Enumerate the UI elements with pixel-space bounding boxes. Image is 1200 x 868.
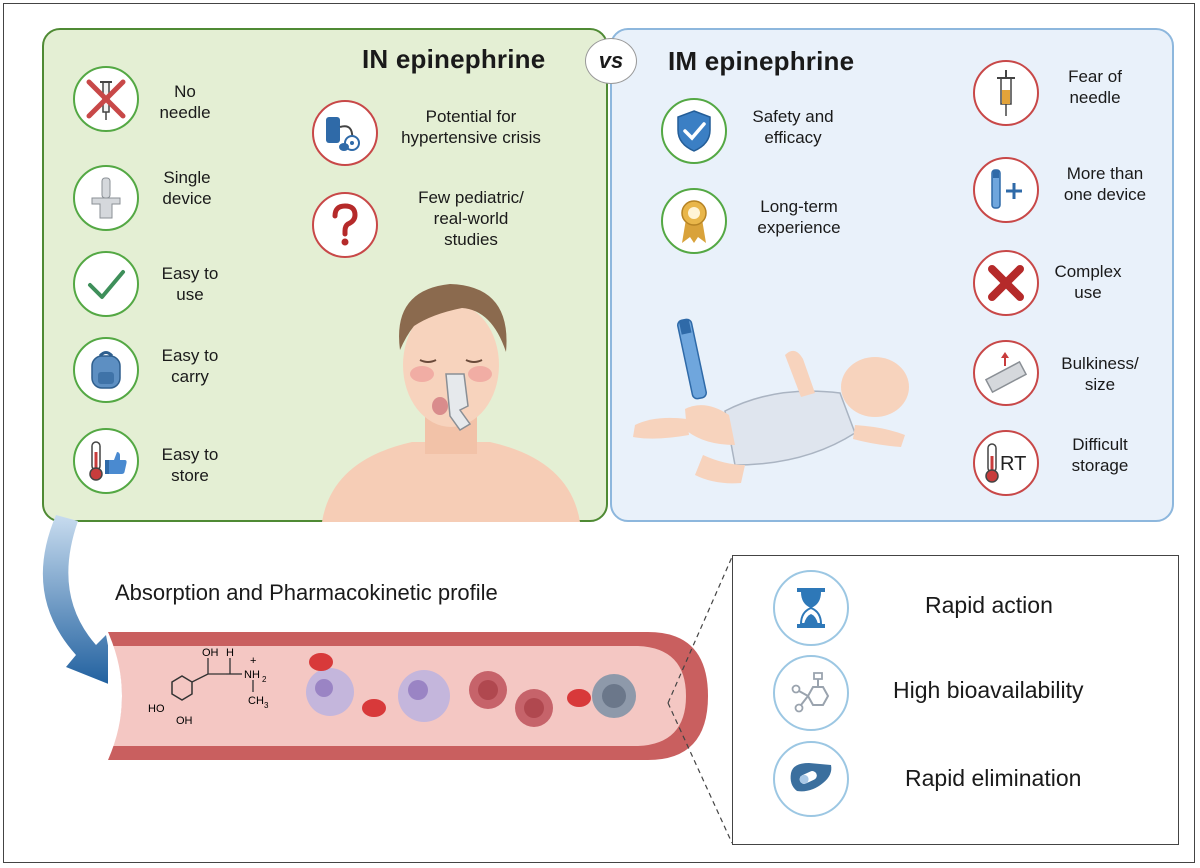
rapid-action-label: Rapid action — [925, 592, 1053, 618]
award-ribbon-icon — [661, 188, 727, 254]
im-panel-title: IM epinephrine — [668, 46, 855, 76]
question-mark-icon — [312, 192, 378, 258]
molecule-h-top: H — [226, 647, 234, 659]
hourglass-icon — [773, 570, 849, 646]
molecule-oh-top: OH — [202, 647, 219, 659]
liver-pill-icon — [773, 741, 849, 817]
crossed-needle-icon — [73, 66, 139, 132]
syringe-icon — [973, 60, 1039, 126]
molecule-oh-bottom: OH — [176, 715, 193, 727]
backpack-icon — [73, 337, 139, 403]
thermometer-rt-icon: RT — [973, 430, 1039, 496]
molecule-plus: + — [250, 655, 256, 667]
in-panel-title: IN epinephrine — [362, 44, 546, 74]
infant-with-auto-injector-illustration — [633, 318, 909, 484]
rt-text: RT — [1000, 453, 1026, 475]
high-bioavailability-label: High bioavailability — [893, 677, 1084, 703]
auto-injector-plus-icon — [973, 157, 1039, 223]
vs-badge: vs — [585, 38, 637, 84]
molecule-ch: CH — [248, 695, 264, 707]
blood-vessel-illustration: OH H + NH 2 CH 3 HO OH — [108, 632, 708, 760]
bulkiness-size-label: Bulkiness/size — [1061, 354, 1139, 394]
molecule-nh-sub: 2 — [262, 675, 267, 684]
rapid-elimination-label: Rapid elimination — [905, 765, 1082, 791]
molecule-ho-left: HO — [148, 703, 165, 715]
curved-arrow-icon — [42, 515, 117, 687]
figure-frame — [3, 3, 1195, 863]
blood-pressure-icon — [312, 100, 378, 166]
person-with-nasal-spray-illustration — [322, 284, 580, 522]
molecule-nh: NH — [244, 669, 260, 681]
ruler-icon — [973, 340, 1039, 406]
x-mark-icon — [973, 250, 1039, 316]
molecule-icon — [773, 655, 849, 731]
checkmark-icon — [73, 251, 139, 317]
molecule-ch-sub: 3 — [264, 701, 269, 710]
shield-check-icon — [661, 98, 727, 164]
nasal-device-icon — [73, 165, 139, 231]
absorption-caption: Absorption and Pharmacokinetic profile — [115, 580, 498, 605]
callout-lines — [667, 556, 733, 844]
thermometer-thumbs-up-icon — [73, 428, 139, 494]
